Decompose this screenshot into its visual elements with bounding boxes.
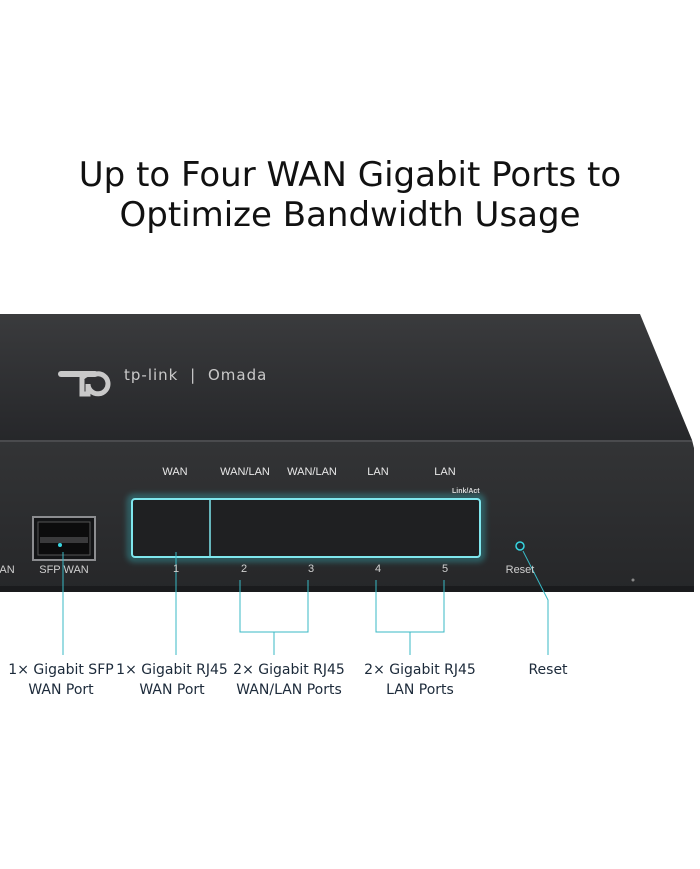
callout-rj45-wan: 1× Gigabit RJ45 WAN Port bbox=[107, 660, 237, 700]
callout-rj45-wan-line-2: WAN Port bbox=[139, 682, 205, 698]
reset-button bbox=[515, 541, 525, 551]
port-group-glow bbox=[127, 494, 485, 562]
callout-reset: Reset bbox=[483, 660, 613, 680]
callout-rj45-lan: 2× Gigabit RJ45 LAN Ports bbox=[355, 660, 485, 700]
brand-logo-text: tp-link bbox=[124, 366, 179, 384]
headline-line-1: Up to Four WAN Gigabit Ports to bbox=[78, 155, 622, 195]
brand-product-line: Omada bbox=[207, 366, 268, 384]
sfp-port bbox=[32, 516, 96, 561]
indicator-dot bbox=[631, 578, 635, 582]
callout-rj45-wan-lan-line-1: 2× Gigabit RJ45 bbox=[233, 662, 345, 678]
callout-sfp-line-2: WAN Port bbox=[28, 682, 94, 698]
sfp-label: SFP WAN bbox=[39, 564, 89, 576]
callout-rj45-lan-line-2: LAN Ports bbox=[386, 682, 454, 698]
brand-wordmark: tp-link | Omada bbox=[124, 366, 267, 384]
leader-lines bbox=[62, 550, 549, 655]
port-group-highlight bbox=[131, 498, 481, 558]
port-label-2: WAN/LAN bbox=[220, 466, 270, 478]
cut-off-label: AN bbox=[0, 564, 15, 576]
port-label-3: WAN/LAN bbox=[287, 466, 337, 478]
router-top-surface bbox=[0, 314, 692, 440]
callout-rj45-wan-lan: 2× Gigabit RJ45 WAN/LAN Ports bbox=[224, 660, 354, 700]
port-label-1: WAN bbox=[162, 466, 188, 478]
port-number-3: 3 bbox=[307, 563, 315, 575]
port-label-5: LAN bbox=[434, 466, 456, 478]
callout-reset-line-1: Reset bbox=[528, 662, 568, 678]
callout-sfp-line-1: 1× Gigabit SFP bbox=[8, 662, 114, 678]
reset-label: Reset bbox=[505, 564, 535, 576]
port-number-5: 5 bbox=[441, 563, 449, 575]
callout-sfp-wan: 1× Gigabit SFP WAN Port bbox=[0, 660, 126, 700]
headline-line-2: Optimize Bandwidth Usage bbox=[119, 195, 581, 235]
callout-rj45-lan-line-1: 2× Gigabit RJ45 bbox=[364, 662, 476, 678]
port-number-2: 2 bbox=[240, 563, 248, 575]
port-label-4: LAN bbox=[367, 466, 389, 478]
port-number-4: 4 bbox=[374, 563, 382, 575]
tp-link-logo-icon bbox=[58, 371, 111, 397]
port-number-1: 1 bbox=[172, 563, 180, 575]
link-act-label: Link/Act bbox=[452, 488, 480, 495]
brand-separator: | bbox=[190, 366, 197, 384]
callout-rj45-wan-line-1: 1× Gigabit RJ45 bbox=[116, 662, 228, 678]
headline: Up to Four WAN Gigabit Ports to Optimize… bbox=[0, 155, 700, 235]
callout-rj45-wan-lan-line-2: WAN/LAN Ports bbox=[236, 682, 342, 698]
